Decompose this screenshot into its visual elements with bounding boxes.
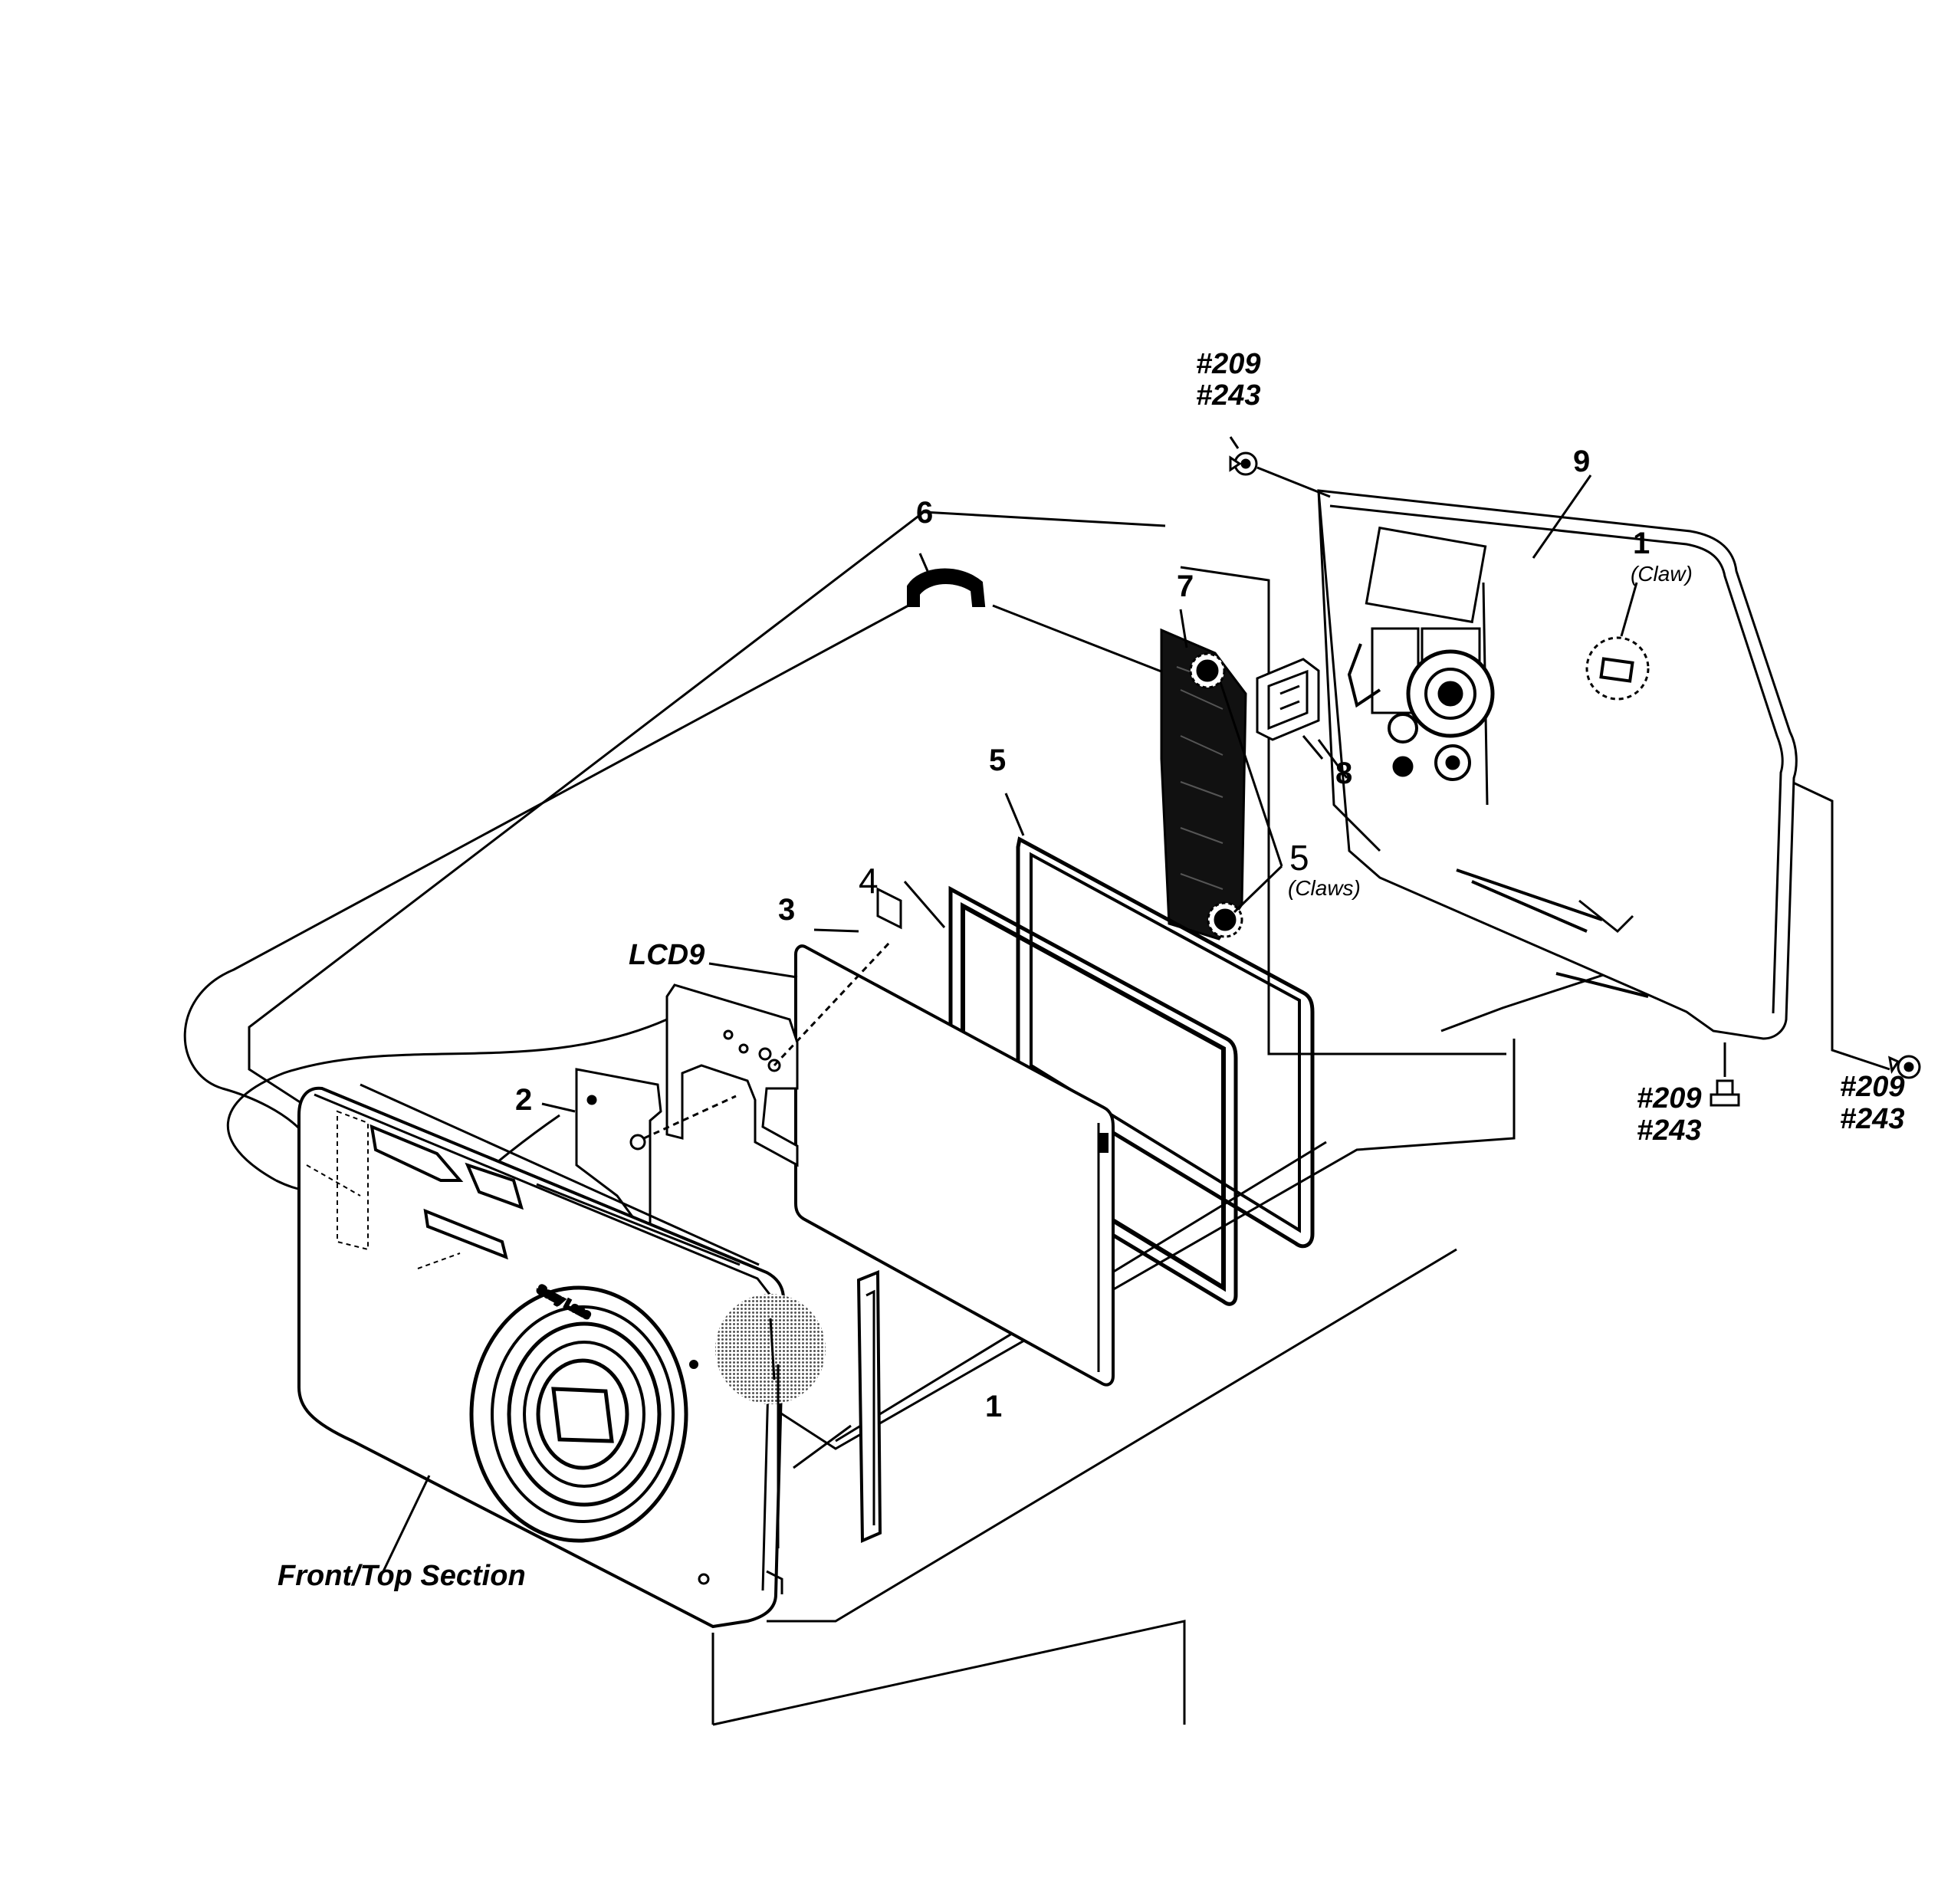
lcd-panel	[794, 944, 1115, 1387]
screw-label-top-243: #243	[1196, 379, 1261, 412]
part-label-9: 9	[1573, 445, 1590, 478]
part-label-7: 7	[1177, 570, 1194, 603]
lcd-bracket	[665, 941, 891, 1167]
part-label-5-top: 5	[989, 744, 1006, 777]
arch-bracket-part-6	[907, 553, 1170, 676]
pad-part-3	[876, 887, 902, 930]
part-label-2: 2	[515, 1083, 532, 1117]
bracket-part-8	[1256, 658, 1324, 760]
part-label-3: 3	[778, 893, 795, 927]
claws-note: (Claws)	[1288, 876, 1361, 900]
screw-label-right-243: #243	[1840, 1103, 1905, 1135]
screw-bottom	[1710, 1042, 1740, 1107]
lcd9-label: LCD9	[629, 939, 705, 971]
screw-label-right-209: #209	[1840, 1071, 1905, 1103]
part-label-4: 4	[859, 861, 879, 901]
part-label-1-claw: 1	[1633, 527, 1650, 560]
part-label-5-claws: 5	[1289, 838, 1309, 878]
part-label-6: 6	[916, 496, 933, 530]
screw-label-bottom-209: #209	[1637, 1082, 1702, 1114]
rear-cover-part-9	[1317, 489, 1798, 1040]
leader-lines	[541, 474, 1638, 1113]
front-top-section-label: Front/Top Section	[278, 1560, 526, 1592]
part-label-1-main: 1	[985, 1390, 1002, 1423]
labels: #209 #243 9 1 (Claw) 6 7 8 5 5 (Claws) 4…	[278, 348, 1905, 1592]
screw-right	[1888, 1055, 1921, 1079]
side-strip	[793, 1270, 882, 1544]
part-label-8: 8	[1335, 757, 1352, 790]
screw-label-bottom-243: #243	[1637, 1114, 1702, 1147]
claw-note: (Claw)	[1631, 562, 1693, 586]
camera-front-section: Sony Lens	[297, 1083, 826, 1629]
screw-top	[1229, 436, 1331, 498]
screw-label-top-209: #209	[1196, 348, 1261, 380]
sheet-part-7	[1160, 628, 1247, 941]
